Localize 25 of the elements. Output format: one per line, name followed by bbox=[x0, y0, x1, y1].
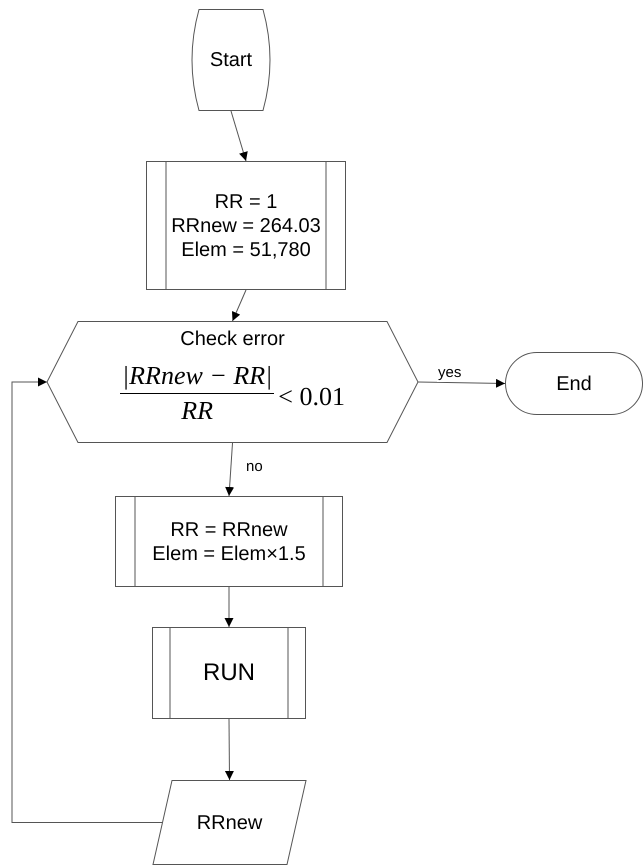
decision-heading: Check error bbox=[180, 327, 285, 351]
arrow bbox=[224, 586, 234, 628]
arrow bbox=[224, 718, 234, 780]
decision-hexagon bbox=[47, 321, 418, 443]
node-text: RRnew = 264.03 bbox=[171, 214, 321, 238]
formula-denominator: RR bbox=[181, 395, 214, 426]
process-box bbox=[115, 496, 343, 587]
node-text: Elem = Elem×1.5 bbox=[152, 542, 306, 566]
arrow bbox=[418, 378, 506, 388]
process-box bbox=[146, 161, 346, 290]
node-text: RRnew bbox=[196, 810, 262, 834]
formula-condition: < 0.01 bbox=[278, 382, 345, 412]
node-text: Elem = 51,780 bbox=[181, 238, 311, 262]
arrow bbox=[225, 442, 234, 496]
subroutine-box bbox=[152, 627, 306, 719]
node-text: RR = 1 bbox=[214, 190, 278, 214]
node-text: Start bbox=[210, 48, 252, 72]
data-parallelogram bbox=[153, 780, 306, 865]
formula-numerator: |RRnew − RR| bbox=[120, 361, 274, 394]
arrow bbox=[232, 290, 246, 322]
node-text: End bbox=[556, 372, 592, 396]
arrow bbox=[12, 378, 163, 823]
node-text: RR = RRnew bbox=[170, 518, 288, 542]
arrow bbox=[230, 110, 248, 162]
node-text: RUN bbox=[203, 658, 255, 688]
